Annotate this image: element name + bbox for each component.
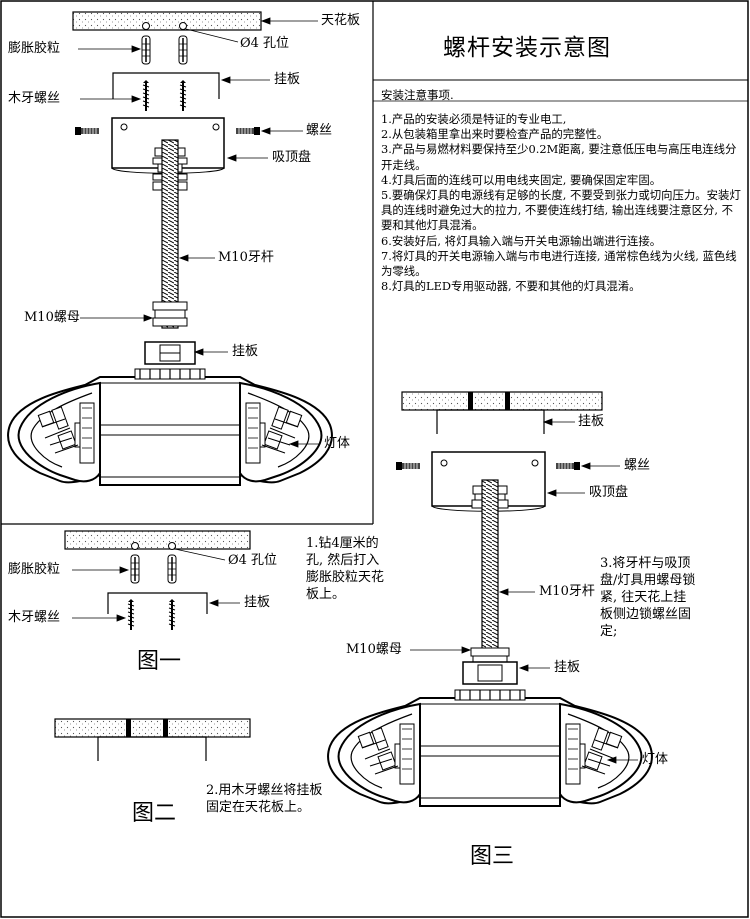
figure-one-drawing [64, 530, 251, 631]
notes-heading: 安装注意事项. [381, 88, 454, 102]
label-hanging-plate: 挂板 [554, 660, 581, 675]
label-ceiling-disk: 吸顶盘 [272, 150, 312, 165]
figure-three-caption: 图三 [470, 844, 515, 869]
label-ceiling-disk: 吸顶盘 [589, 485, 629, 500]
figure-two-drawing [54, 718, 251, 761]
note-item: 1.产品的安装必须是特证的专业电工, [381, 112, 567, 126]
label-rod: M10牙杆 [218, 250, 274, 265]
label-hole: Ø4 孔位 [240, 36, 290, 51]
label-ceiling: 天花板 [321, 13, 361, 28]
label-hanging-plate: 挂板 [578, 414, 605, 429]
note-item: 7.将灯具的开关电源输入端与市电进行连接, 通常棕色线为火线, 蓝色线为零线。 [381, 248, 737, 279]
figure-one-caption: 图一 [137, 649, 182, 674]
diagram-title: 螺杆安装示意图 [443, 35, 611, 61]
label-hole: Ø4 孔位 [228, 553, 278, 568]
figure-three-drawing [328, 391, 652, 806]
installation-notes: 1.产品的安装必须是特证的专业电工, 2.从包装箱里拿出来时要检查产品的完整性。… [381, 112, 743, 294]
note-item: 2.从包装箱里拿出来时要检查产品的完整性。 [381, 127, 609, 142]
label-hanging-plate: 挂板 [274, 72, 301, 87]
note-item: 4.灯具后面的连线可以用电线夹固定, 要确保固定牢固。 [381, 172, 662, 187]
label-screw: 螺丝 [306, 123, 333, 138]
note-item: 6.安装好后, 将灯具输入端与开关电源输出端进行连接。 [381, 233, 662, 248]
exploded-view-top-left [8, 11, 332, 485]
note-item: 8.灯具的LED专用驱动器, 不要和其他的灯具混淆。 [381, 279, 641, 294]
label-hanging-plate: 挂板 [232, 344, 259, 359]
label-nut: M10螺母 [346, 642, 402, 657]
label-rod: M10牙杆 [539, 584, 595, 599]
step-three-text: 3.将牙杆与吸顶 盘/灯具用螺母锁 紧, 往天花上挂 板侧边锁螺丝固 定; [600, 556, 696, 639]
label-wood-screw: 木牙螺丝 [8, 610, 61, 625]
label-nut: M10螺母 [24, 310, 80, 325]
label-screw: 螺丝 [624, 458, 651, 473]
label-hanging-plate: 挂板 [244, 595, 271, 610]
step-one-text: 1.钻4厘米的 孔, 然后打入 膨胀胶粒天花 板上。 [306, 536, 385, 602]
note-item: 3.产品与易燃材料要保持至少0.2M距离, 要注意低压电与高压电连线分开走线。 [381, 142, 737, 172]
figure-two-caption: 图二 [132, 801, 177, 826]
label-wood-screw: 木牙螺丝 [8, 91, 61, 106]
label-expansion-plug: 膨胀胶粒 [8, 562, 61, 577]
label-lamp-body: 灯体 [324, 436, 351, 451]
note-item: 5.要确保灯具的电源线有足够的长度, 不要受到张力或切向压力。安装灯具的连线时避… [381, 188, 741, 233]
label-lamp-body: 灯体 [642, 752, 669, 767]
step-two-text: 2.用木牙螺丝将挂板 固定在天花板上。 [206, 783, 323, 815]
label-expansion-plug: 膨胀胶粒 [8, 41, 61, 56]
